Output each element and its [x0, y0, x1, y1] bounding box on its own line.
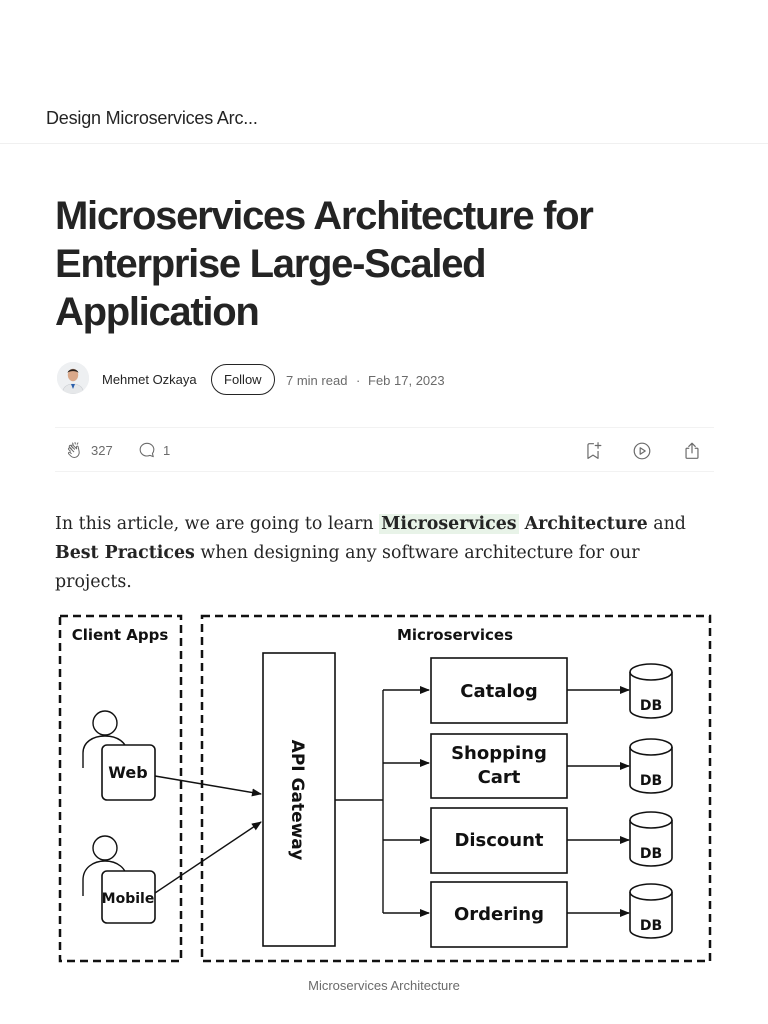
api-gateway-label: API Gateway — [287, 740, 307, 861]
cart-label: Cart — [478, 767, 521, 788]
comments-button[interactable]: 1 — [137, 440, 170, 460]
mobile-to-gateway-arrow — [154, 821, 262, 894]
microservices-group — [200, 614, 712, 963]
intro-architecture: Architecture — [518, 514, 648, 534]
catalog-label: Catalog — [460, 681, 538, 702]
publish-date: Feb 17, 2023 — [368, 373, 445, 388]
intro-best-practices: Best Practices — [55, 543, 195, 563]
follow-button[interactable]: Follow — [211, 364, 275, 395]
discount-db-label: DB — [640, 846, 662, 862]
shopping-cart-service-box — [430, 733, 568, 799]
clap-count: 327 — [91, 442, 113, 458]
byline: Mehmet Ozkaya Follow 7 min read · Feb 17… — [55, 362, 715, 398]
catalog-service-box — [430, 657, 568, 724]
web-label: Web — [108, 763, 147, 782]
article-title: Microservices Architecture for Enterpris… — [55, 194, 594, 334]
architecture-figure[interactable]: Client Apps Microservices Web Mobile API… — [55, 608, 715, 968]
share-button[interactable] — [681, 440, 703, 462]
meta-separator: · — [356, 373, 361, 388]
comment-count: 1 — [163, 442, 171, 458]
intro-text-1: In this article, we are going to learn — [55, 514, 380, 534]
mobile-client-box — [101, 870, 156, 924]
comment-icon — [137, 440, 157, 460]
save-button[interactable] — [582, 440, 604, 462]
topbar-title[interactable]: Design Microservices Arc... — [46, 108, 258, 128]
share-icon — [681, 440, 703, 462]
discount-db-icon — [629, 811, 673, 867]
article-intro: In this article, we are going to learn M… — [55, 510, 715, 597]
avatar[interactable] — [57, 362, 89, 394]
catalog-db-icon — [629, 663, 673, 719]
cart-db-label: DB — [640, 773, 662, 789]
top-bar: Design Microservices Arc... — [0, 92, 768, 144]
web-to-gateway-arrow — [154, 775, 262, 797]
catalog-db-label: DB — [640, 698, 662, 714]
play-icon — [631, 440, 653, 462]
client-apps-group — [58, 614, 183, 963]
intro-text-2: and — [647, 514, 686, 534]
shopping-label: Shopping — [451, 743, 547, 764]
architecture-diagram: Client Apps Microservices Web Mobile API… — [58, 614, 712, 963]
ordering-db-label: DB — [640, 918, 662, 934]
ordering-service-box — [430, 881, 568, 948]
cart-db-icon — [629, 738, 673, 794]
discount-service-box — [430, 807, 568, 874]
author-name[interactable]: Mehmet Ozkaya — [102, 372, 197, 387]
ordering-label: Ordering — [454, 904, 544, 925]
read-time: 7 min read — [286, 373, 348, 388]
bookmark-add-icon — [582, 440, 604, 462]
discount-label: Discount — [454, 830, 543, 851]
api-gateway-box — [262, 652, 336, 947]
mobile-label: Mobile — [102, 891, 155, 907]
web-client-box — [101, 744, 156, 801]
clap-icon — [65, 440, 85, 460]
action-bar: 327 1 — [55, 427, 714, 472]
ordering-db-icon — [629, 883, 673, 939]
figure-caption: Microservices Architecture — [308, 978, 460, 993]
microservices-label: Microservices — [397, 626, 513, 644]
listen-button[interactable] — [631, 440, 653, 462]
clap-button[interactable]: 327 — [65, 440, 113, 460]
client-apps-label: Client Apps — [72, 626, 169, 644]
intro-text-3: when designing any software architecture… — [55, 543, 640, 592]
microservices-link[interactable]: Microservices — [379, 514, 519, 534]
